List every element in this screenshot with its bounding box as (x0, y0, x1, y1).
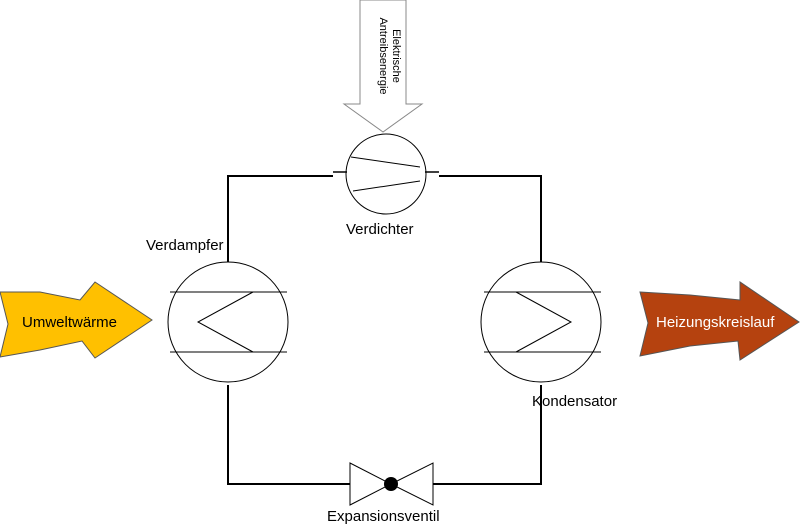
pipe-bottom-left (227, 385, 350, 485)
electric-energy-line-2: Antreibsenergie (377, 17, 389, 95)
ambient-heat-label: Umweltwärme (22, 314, 118, 331)
pipe-top-right (439, 175, 542, 262)
evaporator-label: Verdampfer (146, 237, 224, 254)
compressor-symbol (333, 133, 439, 215)
refrigerant-piping (227, 175, 542, 485)
electric-energy-line-1: Elektrische (390, 29, 402, 83)
compressor-label: Verdichter (346, 221, 414, 238)
heating-circuit-label: Heizungskreislauf (656, 314, 775, 331)
pipe-top-left (227, 175, 333, 264)
ambient-heat-arrow (0, 281, 153, 359)
heating-circuit-arrow (639, 281, 800, 361)
expansion-valve-symbol (349, 462, 434, 506)
expansion-valve-label: Expansionsventil (327, 508, 440, 525)
pipe-bottom-right (433, 385, 542, 485)
evaporator-symbol (167, 261, 289, 383)
energy-input-arrow (342, 0, 424, 133)
electric-energy-label: Elektrische Antreibsenergie (376, 17, 402, 94)
condenser-symbol (480, 261, 602, 383)
condenser-label: Kondensator (532, 393, 618, 410)
